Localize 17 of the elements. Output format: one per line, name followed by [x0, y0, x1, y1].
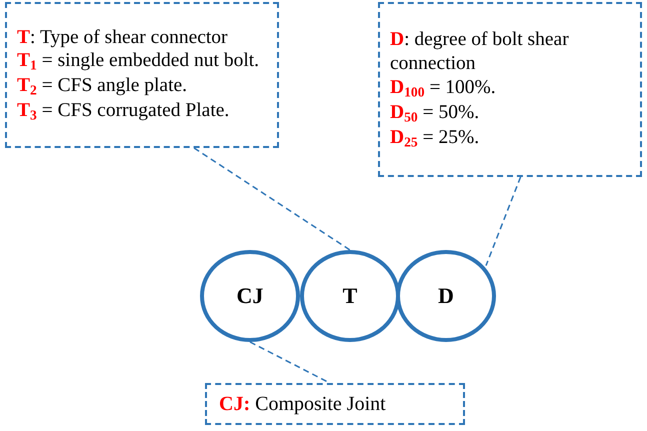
note-text: T$_{2}$ = CFS angle plate. [17, 74, 188, 100]
note-text: T$_{3}$ = CFS corrugated Plate. [17, 99, 230, 124]
note-box [5, 2, 279, 148]
dashed-connector [194, 147, 350, 251]
dashed-connector [485, 176, 522, 266]
node-label: CJ [236, 283, 264, 309]
node-label: D [438, 283, 454, 309]
note-text: T$_{1}$ = single embedded nut bolt. [17, 49, 260, 74]
note-text: D$_{50}$ = 50%. [390, 100, 480, 126]
note-text: D: degree of bolt shear connection [390, 28, 570, 76]
note-text: D$_{25}$ = 25%. [390, 126, 480, 151]
note-box [205, 383, 465, 425]
note-text: D$_{100}$ = 100%. [390, 76, 497, 101]
note-text: T: Type of shear connector [17, 26, 229, 50]
node-label: T [342, 283, 358, 309]
note-box [378, 2, 642, 177]
note-text: CJ: Composite Joint [219, 392, 387, 416]
